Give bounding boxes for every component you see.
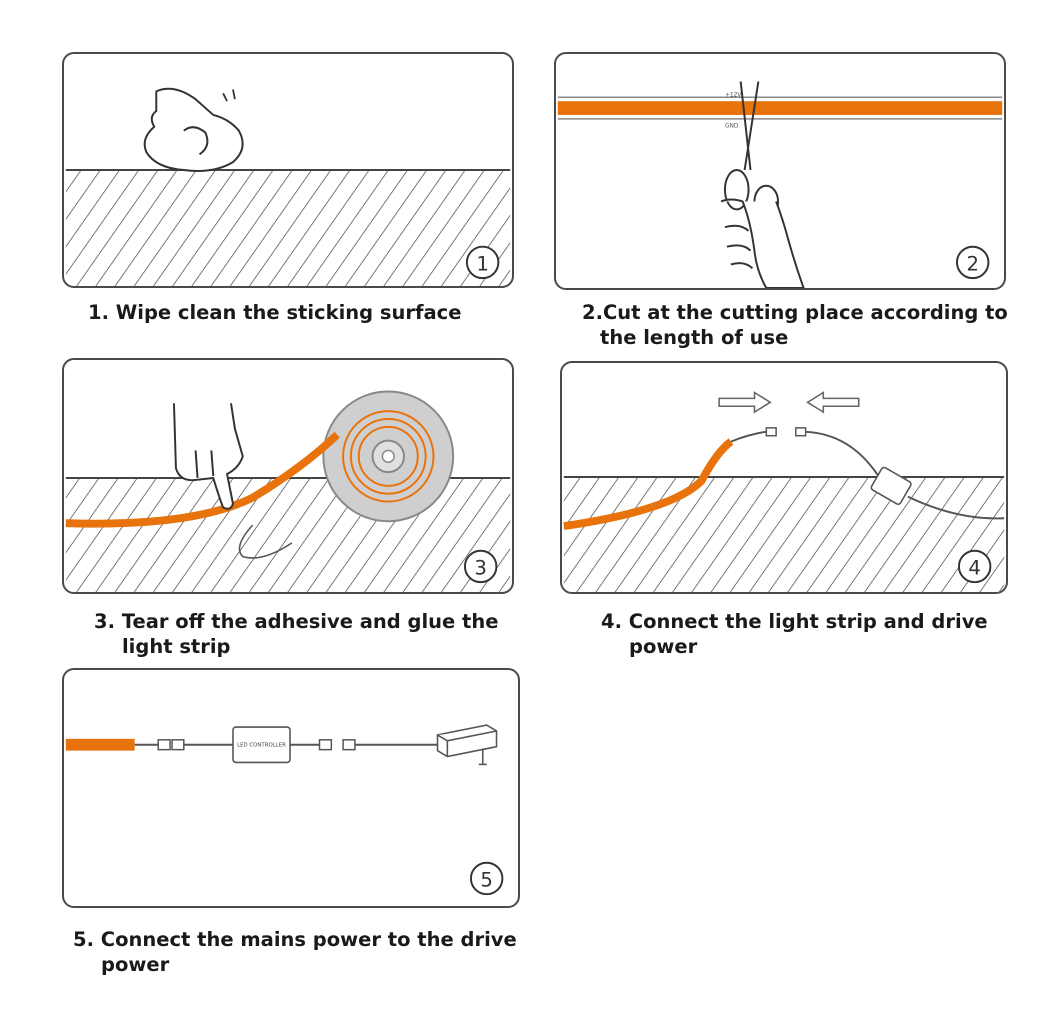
step-3-caption: 3. Tear off the adhesive and glue the li… [94,609,498,659]
step-3-caption-line1: 3. Tear off the adhesive and glue the [94,610,499,633]
badge-2-icon: 2 [955,245,990,280]
svg-text:3: 3 [474,556,487,579]
connector-female [795,427,807,437]
step-3-illustration: 3 [65,390,511,592]
hand-pressing-icon [172,403,244,510]
strip-mark-top: +12V [725,92,741,98]
step-3-panel: 3 [62,358,514,594]
led-strip [563,438,734,531]
step-5-panel: LED CONTROLLER 5 [62,668,520,908]
step-1-panel: 1 [62,52,514,288]
hand-with-cloth-icon [143,87,244,172]
connector-4 [342,739,356,751]
tape-reel-icon [322,390,455,523]
step-1-caption-line1: 1. Wipe clean the sticking surface [88,301,462,324]
step-2-caption-line1: 2.Cut at the cutting place according to [582,301,1008,324]
badge-4-icon: 4 [957,549,992,584]
step-2-caption-line2: the length of use [600,326,789,349]
step-2-panel: +12V GND 2 [554,52,1006,290]
badge-3-icon: 3 [463,549,498,584]
power-adapter-icon [436,724,498,766]
connector-3 [318,739,333,751]
adhesive-backing [238,524,293,559]
step-2-illustration: +12V GND 2 [557,81,1003,288]
arrow-right-icon [718,391,772,414]
strip-mark-bottom: GND [725,124,739,130]
svg-text:5: 5 [480,868,493,891]
step-1-caption: 1. Wipe clean the sticking surface [88,300,461,325]
controller-box [870,466,912,505]
step-2-caption: 2.Cut at the cutting place according to … [582,300,1008,350]
step-4-caption-line1: 4. Connect the light strip and drive [601,610,988,633]
step-4-illustration: 4 [563,391,1005,592]
hand-holding-icon [720,198,805,288]
svg-text:4: 4 [968,556,981,579]
arrow-left-icon [806,391,860,414]
connector-male [765,427,777,437]
step-5-caption-line1: 5. Connect the mains power to the drive [73,928,517,951]
step-4-caption-line2: power [629,635,698,658]
led-strip [65,431,340,528]
step-5-caption: 5. Connect the mains power to the drive … [73,927,517,977]
badge-1-icon: 1 [465,245,500,280]
svg-text:1: 1 [476,252,489,275]
svg-text:2: 2 [966,252,979,275]
connector-1 [157,739,171,751]
step-1-illustration: 1 [65,87,511,286]
step-4-caption: 4. Connect the light strip and drive pow… [601,609,988,659]
step-3-caption-line2: light strip [122,635,231,658]
step-5-illustration: LED CONTROLLER 5 [65,724,504,896]
connector-2 [171,739,185,751]
controller-label: LED CONTROLLER [237,743,286,749]
badge-5-icon: 5 [469,861,504,896]
led-strip [65,738,135,751]
step-5-caption-line2: power [101,953,170,976]
led-strip [557,101,1003,115]
step-4-panel: 4 [560,361,1008,594]
